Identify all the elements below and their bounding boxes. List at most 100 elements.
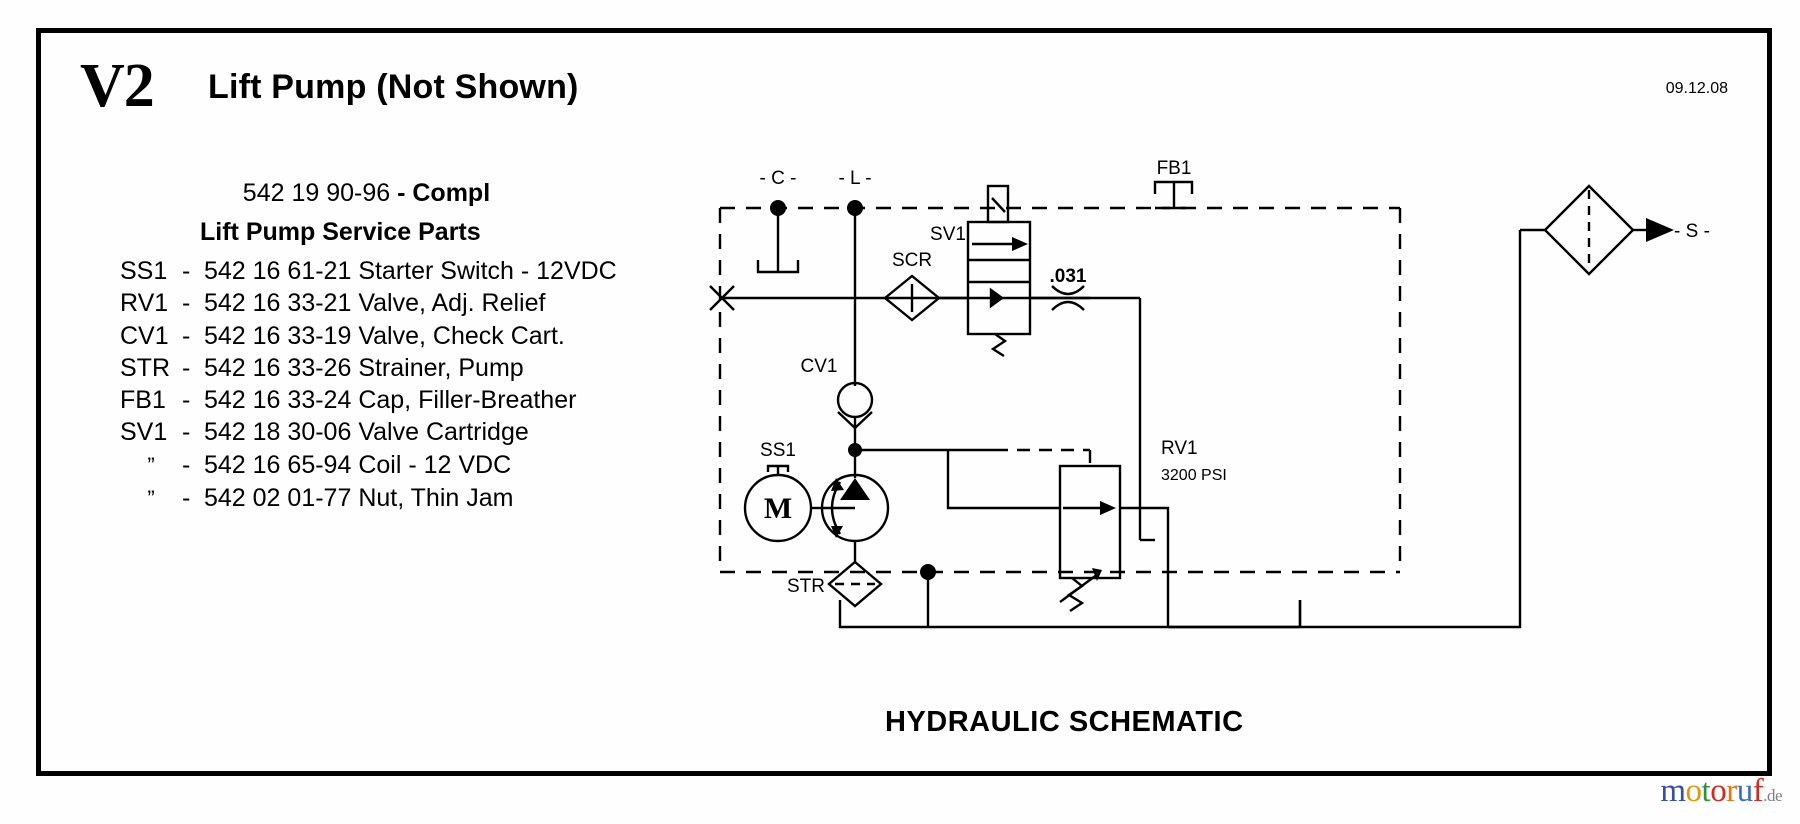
sv1-poppet-symbol [991,290,1002,306]
cv1-ball [836,381,874,419]
revision-date: 09.12.08 [1665,80,1728,97]
rv1-adjust-arrowhead [1092,568,1102,581]
junction-dot-port-c [770,200,786,216]
part-number: 542 02 01-77 [204,484,352,513]
hydraulic-schematic: - C - - L - FB1 SV1 SCR CV1 SS1 STR RV1 … [700,160,1720,670]
part-dash: - [182,386,191,415]
part-code: FB1 [120,386,166,415]
parts-list-item: CV1-542 16 33-19 Valve, Check Cart. [120,320,617,352]
part-description: Nut, Thin Jam [358,484,514,513]
rv1-label: RV1 [1161,438,1198,459]
parts-list-item: SS1-542 16 61-21 Starter Switch - 12VDC [120,255,617,287]
logo-letter-u: u [1736,773,1754,809]
part-description: Strainer, Pump [358,353,524,382]
rotation-arrow-top [831,478,844,491]
part-dash: - [182,257,191,285]
rotation-arrow-bottom [831,526,843,538]
part-description: Starter Switch - 12VDC [358,257,617,285]
port-s-label: - S - [1674,221,1710,242]
parts-list: SS1-542 16 61-21 Starter Switch - 12VDC … [120,255,617,515]
parts-list-item: STR-542 16 33-26 Strainer, Pump [120,352,617,384]
logo-letter-o2: o [1710,773,1727,809]
part-code: RV1 [120,289,169,318]
sv1-solenoid-box [986,184,1010,224]
part-dash: - [182,289,191,318]
sv1-label: SV1 [930,224,966,245]
part-description: Coil - 12 VDC [358,450,512,479]
part-number-suffix: - Compl [397,179,491,207]
outlet-riser-to-filter [1300,230,1522,629]
logo-tld: .de [1763,786,1782,805]
part-dash: - [182,418,191,447]
page-title: Lift Pump (Not Shown) [208,68,579,106]
rv1-pressure-label: 3200 PSI [1161,467,1227,484]
junction-dot-tank-bottom [920,564,936,580]
part-number-value: 542 19 90-96 [242,179,391,207]
str-label: STR [787,576,825,597]
logo-letter-m: m [1660,773,1686,809]
schematic-caption: HYDRAULIC SCHEMATIC [885,706,1244,738]
line-crossing-marker [709,285,735,311]
rv1-outlet-to-tank [1120,506,1170,627]
part-number: 542 16 61-21 [204,257,352,285]
orifice-label: .031 [1050,266,1087,287]
pump-flow-triangle [840,478,870,500]
parts-list-item: ” -542 02 01-77 Nut, Thin Jam [120,482,617,515]
parts-list-item: RV1-542 16 33-21 Valve, Adj. Relief [120,287,617,319]
port-c-diffuser [756,260,800,274]
part-number: 542 18 30-06 [204,418,352,447]
rv1-adjust-arrow-line [1059,573,1099,603]
parts-list-heading: Lift Pump Service Parts [200,218,481,246]
diagram-frame [36,28,1772,776]
part-code: ” [147,452,155,478]
assembly-part-number: 542 19 90-96 - Compl [215,150,490,237]
part-dash: - [182,484,191,513]
rv1-inlet-line [946,450,1060,510]
part-number: 542 16 33-24 [204,386,352,415]
port-l-label: - L - [838,168,871,189]
orifice-lower-curve [1051,300,1085,311]
junction-dot-port-l [847,200,863,216]
part-description: Valve, Adj. Relief [358,289,546,318]
str-diamond [827,560,883,608]
parts-list-item: SV1-542 18 30-06 Valve Cartridge [120,416,617,448]
port-s-arrowhead [1646,218,1674,242]
ss1-label: SS1 [760,440,796,461]
logo-letter-f: f [1752,773,1764,809]
part-dash: - [182,450,191,479]
cv1-label: CV1 [801,356,838,377]
part-code: CV1 [120,321,169,350]
orifice-upper-curve [1051,285,1085,296]
part-number: 542 16 33-26 [204,353,352,382]
str-to-tank-return-line [838,600,1300,629]
part-number: 542 16 33-21 [204,289,352,318]
scr-label: SCR [892,250,932,271]
part-code: SV1 [120,418,168,447]
sv1-flow-arrowhead [1012,237,1028,251]
logo-letter-t: t [1701,773,1711,809]
parts-list-item: FB1-542 16 33-24 Cap, Filler-Breather [120,384,617,416]
part-dash: - [182,353,191,382]
fb1-label: FB1 [1157,160,1192,179]
part-number: 542 16 33-19 [204,321,352,350]
motor-symbol-label: M [764,492,792,525]
sv1-poppet-outline [989,287,1005,309]
sv1-solenoid-slash [991,197,1006,213]
part-code: ” [147,486,155,512]
port-c-label: - C - [760,168,797,189]
part-description: Valve Cartridge [358,418,529,447]
part-number: 542 16 65-94 [204,450,352,479]
sv1-spring-return [990,333,1008,358]
motoruf-watermark: motoruf.de [1660,773,1782,810]
sv1-valve-body [966,220,1032,336]
part-description: Cap, Filler-Breather [358,386,577,415]
parts-list-item: ” -542 16 65-94 Coil - 12 VDC [120,449,617,482]
part-code: SS1 [120,257,168,285]
logo-letter-r: r [1726,773,1737,809]
section-code: V2 [80,52,155,120]
rv1-flow-arrowhead [1100,501,1116,515]
part-code: STR [120,353,170,382]
part-description: Valve, Check Cart. [358,321,565,350]
rv1-valve-body [1058,464,1122,580]
